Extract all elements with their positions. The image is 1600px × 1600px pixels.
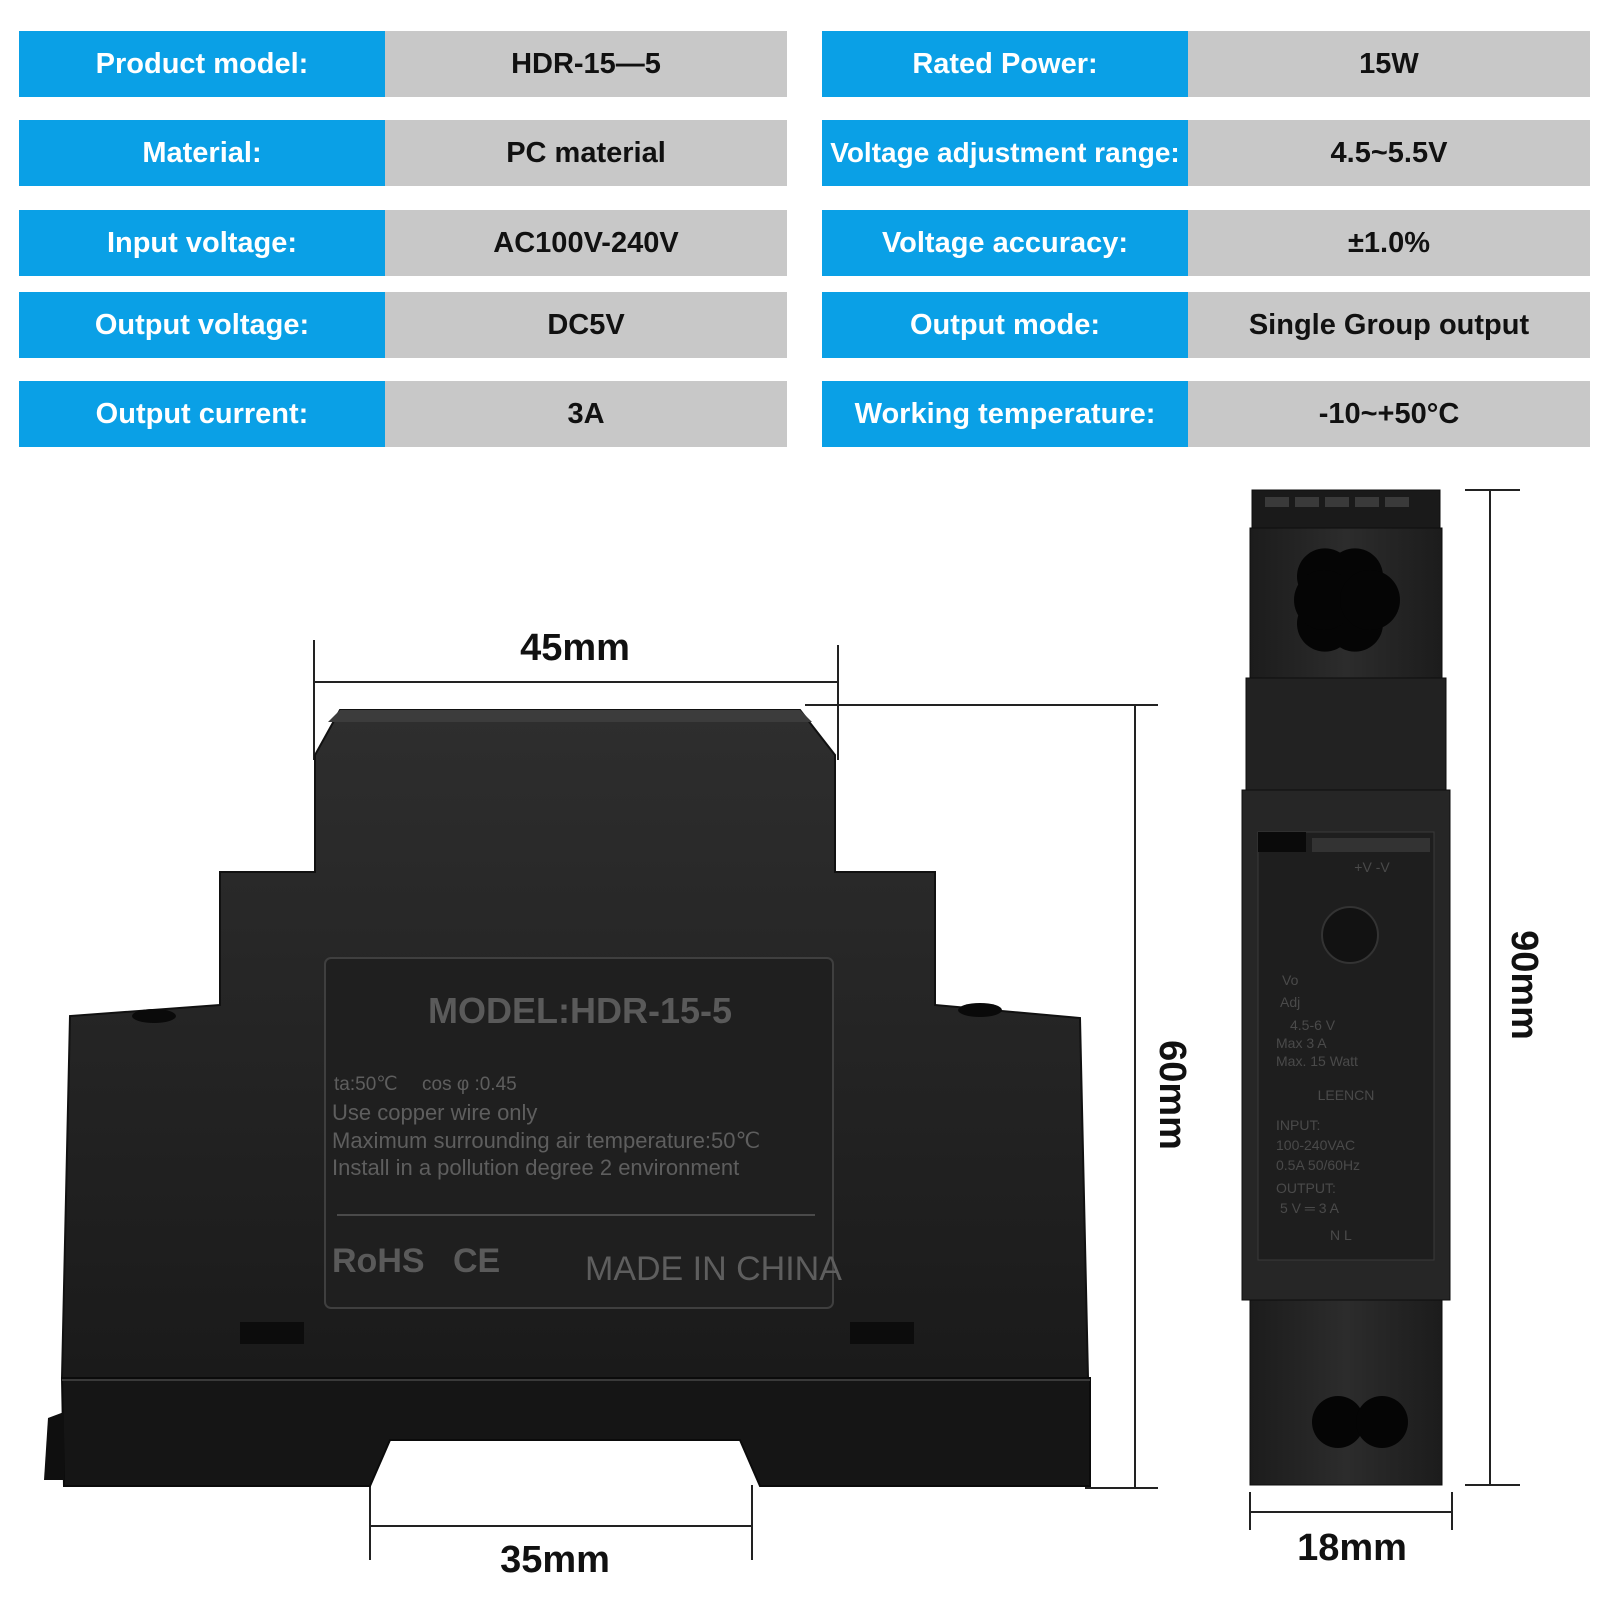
spec-value: ±1.0% (1188, 210, 1590, 276)
label-plate (324, 957, 834, 1309)
side-label-line: 5 V ═ 3 A (1280, 1200, 1340, 1216)
spec-row-output-mode: Output mode: Single Group output (822, 292, 1590, 358)
spec-label: Working temperature: (822, 381, 1188, 447)
side-label-line: Max 3 A (1276, 1035, 1327, 1051)
mounting-hole (958, 1003, 1002, 1017)
dimension-width-bottom: 35mm (369, 1485, 753, 1581)
side-brand: LEENCN (1318, 1087, 1375, 1103)
side-terminal-label: +V -V (1354, 859, 1390, 875)
spec-label: Voltage adjustment range: (822, 120, 1188, 186)
spec-value: 4.5~5.5V (1188, 120, 1590, 186)
spec-row-output-voltage: Output voltage: DC5V (19, 292, 787, 358)
spec-label: Input voltage: (19, 210, 385, 276)
dimension-label: 18mm (1297, 1527, 1407, 1569)
dimension-height-side: 90mm (1465, 489, 1545, 1486)
power-supply-front-view: MODEL:HDR-15-5 ta:50℃ cos φ :0.45 Use co… (44, 709, 1091, 1487)
dimension-height-front: 60mm (805, 704, 1193, 1489)
spec-value: Single Group output (1188, 292, 1590, 358)
terminal-screw (1356, 1396, 1408, 1448)
power-supply-side-view: +V -V Vo Adj 4.5-6 V Max 3 A Max. 15 Wat… (1241, 489, 1451, 1486)
spec-row-voltage-accuracy: Voltage accuracy: ±1.0% (822, 210, 1590, 276)
side-label-line: Adj (1280, 994, 1300, 1010)
rohs-mark: RoHS (332, 1242, 425, 1280)
spec-row-product-model: Product model: HDR-15—5 (19, 31, 787, 97)
spec-label: Output mode: (822, 292, 1188, 358)
spec-row-output-current: Output current: 3A (19, 381, 787, 447)
spec-label: Product model: (19, 31, 385, 97)
spec-value: DC5V (385, 292, 787, 358)
cos-label: cos φ :0.45 (422, 1074, 517, 1095)
side-label-line: INPUT: (1276, 1117, 1320, 1133)
side-label-line: OUTPUT: (1276, 1180, 1336, 1196)
model-label: MODEL:HDR-15-5 (428, 990, 732, 1031)
side-label-line: N L (1330, 1227, 1352, 1243)
made-in-label: MADE IN CHINA (585, 1250, 842, 1288)
spec-label: Output voltage: (19, 292, 385, 358)
terminal-screw (1294, 570, 1354, 630)
dimension-width-side: 18mm (1249, 1492, 1453, 1569)
spec-value: HDR-15—5 (385, 31, 787, 97)
dimension-label: 35mm (500, 1539, 610, 1581)
vent-slot (240, 1322, 304, 1344)
label-line: Install in a pollution degree 2 environm… (332, 1155, 739, 1180)
spec-row-working-temperature: Working temperature: -10~+50°C (822, 381, 1590, 447)
spec-row-voltage-adjustment-range: Voltage adjustment range: 4.5~5.5V (822, 120, 1590, 186)
ce-mark: CE (453, 1242, 500, 1280)
dimension-label: 90mm (1503, 930, 1545, 1040)
spec-row-input-voltage: Input voltage: AC100V-240V (19, 210, 787, 276)
product-drawing: 45mm 60mm 35mm MODEL:HDR-15-5 ta:50℃ cos (44, 489, 1545, 1581)
ta-label: ta:50℃ (334, 1074, 398, 1095)
terminal-screw (1312, 1396, 1364, 1448)
spec-row-material: Material: PC material (19, 120, 787, 186)
label-line: Use copper wire only (332, 1100, 537, 1125)
dimension-label: 45mm (520, 627, 630, 669)
terminal-screw (1340, 570, 1400, 630)
spec-row-rated-power: Rated Power: 15W (822, 31, 1590, 97)
side-label-line: Max. 15 Watt (1276, 1053, 1358, 1069)
spec-value: 3A (385, 381, 787, 447)
spec-value: 15W (1188, 31, 1590, 97)
dimension-width-top: 45mm (313, 627, 839, 760)
spec-label: Rated Power: (822, 31, 1188, 97)
spec-value: PC material (385, 120, 787, 186)
side-label-line: Vo (1282, 972, 1299, 988)
dimension-label: 60mm (1151, 1040, 1193, 1150)
spec-value: AC100V-240V (385, 210, 787, 276)
spec-label: Material: (19, 120, 385, 186)
side-label-line: 0.5A 50/60Hz (1276, 1157, 1360, 1173)
spec-label: Voltage accuracy: (822, 210, 1188, 276)
adjust-knob (1321, 906, 1379, 964)
side-label-line: 100-240VAC (1276, 1137, 1355, 1153)
spec-value: -10~+50°C (1188, 381, 1590, 447)
mounting-hole (132, 1009, 176, 1023)
spec-label: Output current: (19, 381, 385, 447)
side-label-line: 4.5-6 V (1290, 1017, 1336, 1033)
label-line: Maximum surrounding air temperature:50℃ (332, 1128, 760, 1153)
vent-slot (850, 1322, 914, 1344)
